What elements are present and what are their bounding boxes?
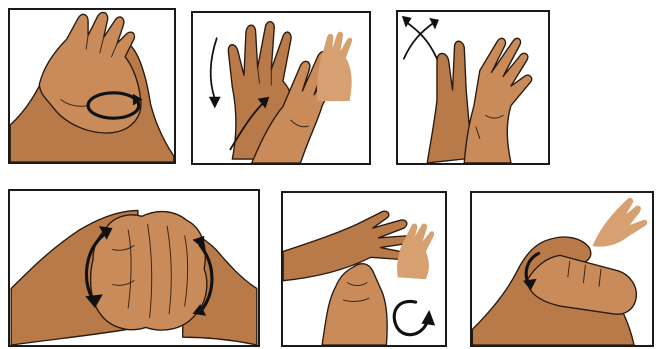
backs-of-fingers-illustration xyxy=(10,191,258,345)
palm-to-palm-illustration xyxy=(10,10,174,162)
reference-hands-small xyxy=(317,32,351,100)
step-panel-backs-of-fingers xyxy=(8,189,260,347)
palm-over-back-illustration xyxy=(193,13,369,163)
gripping-hand xyxy=(322,264,387,345)
open-hand xyxy=(283,211,410,280)
cross-arrow-icon xyxy=(402,16,439,59)
step-panel-palm-over-back xyxy=(191,11,371,165)
fingertips-in-palm-illustration xyxy=(472,193,652,345)
step-panel-palm-to-palm xyxy=(8,8,176,164)
circular-arrow-icon xyxy=(394,301,435,334)
step-panel-fingers-interlaced xyxy=(396,10,550,165)
left-hand xyxy=(427,41,472,163)
fingers-interlaced-illustration xyxy=(398,12,548,163)
step-panel-thumb-rubbing xyxy=(281,191,447,347)
reference-hands-small xyxy=(398,224,434,279)
thumb-rubbing-illustration xyxy=(283,193,445,345)
right-hand xyxy=(464,38,532,163)
step-panel-fingertips-in-palm xyxy=(470,191,654,347)
reference-hands-small xyxy=(593,198,647,246)
